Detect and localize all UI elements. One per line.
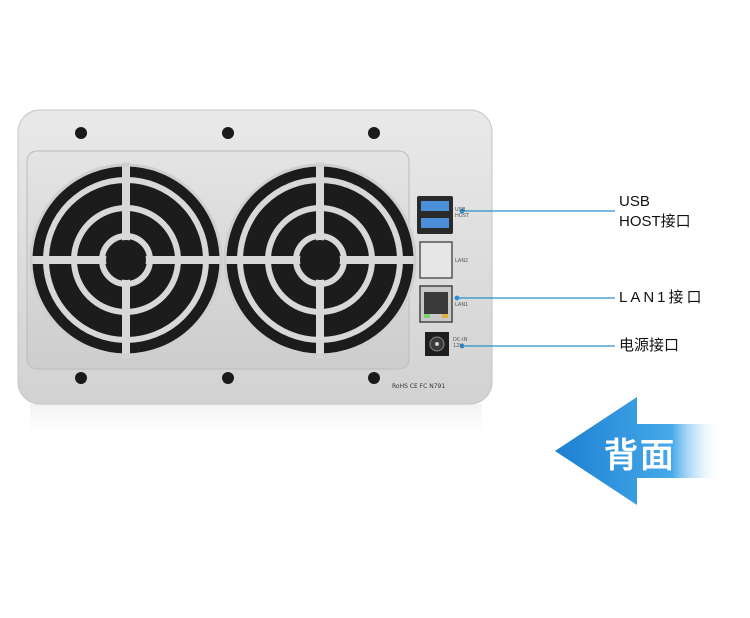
usb-port: [417, 196, 453, 234]
device-reflection: [30, 404, 482, 444]
back-arrow-shape: [555, 397, 722, 505]
lan2-port-tag: LAN2: [455, 258, 469, 264]
back-side-label: 背面: [604, 436, 676, 476]
lan1-port-tag: LAN1: [455, 302, 469, 308]
lan2-port: [419, 241, 453, 279]
fan-right: [222, 162, 418, 358]
callout-lines: [454, 208, 615, 349]
certification-marks: RoHS CE FC N791: [392, 383, 446, 390]
fan-left: [28, 162, 224, 358]
lan1-port: [419, 285, 453, 323]
dc-power-jack: [425, 332, 449, 356]
usb-host-callout: USB HOST接口: [619, 192, 691, 232]
lan1-callout: LAN1接口: [619, 289, 705, 306]
dc-in-port-tag: DC-IN 12V: [453, 337, 468, 349]
screw-holes: [75, 127, 380, 384]
usb-callout-line2: HOST接口: [619, 213, 691, 230]
usb-callout-line1: USB: [619, 193, 650, 210]
usb-port-tag: USB HOST: [455, 207, 469, 219]
power-callout: 电源接口: [619, 337, 680, 354]
